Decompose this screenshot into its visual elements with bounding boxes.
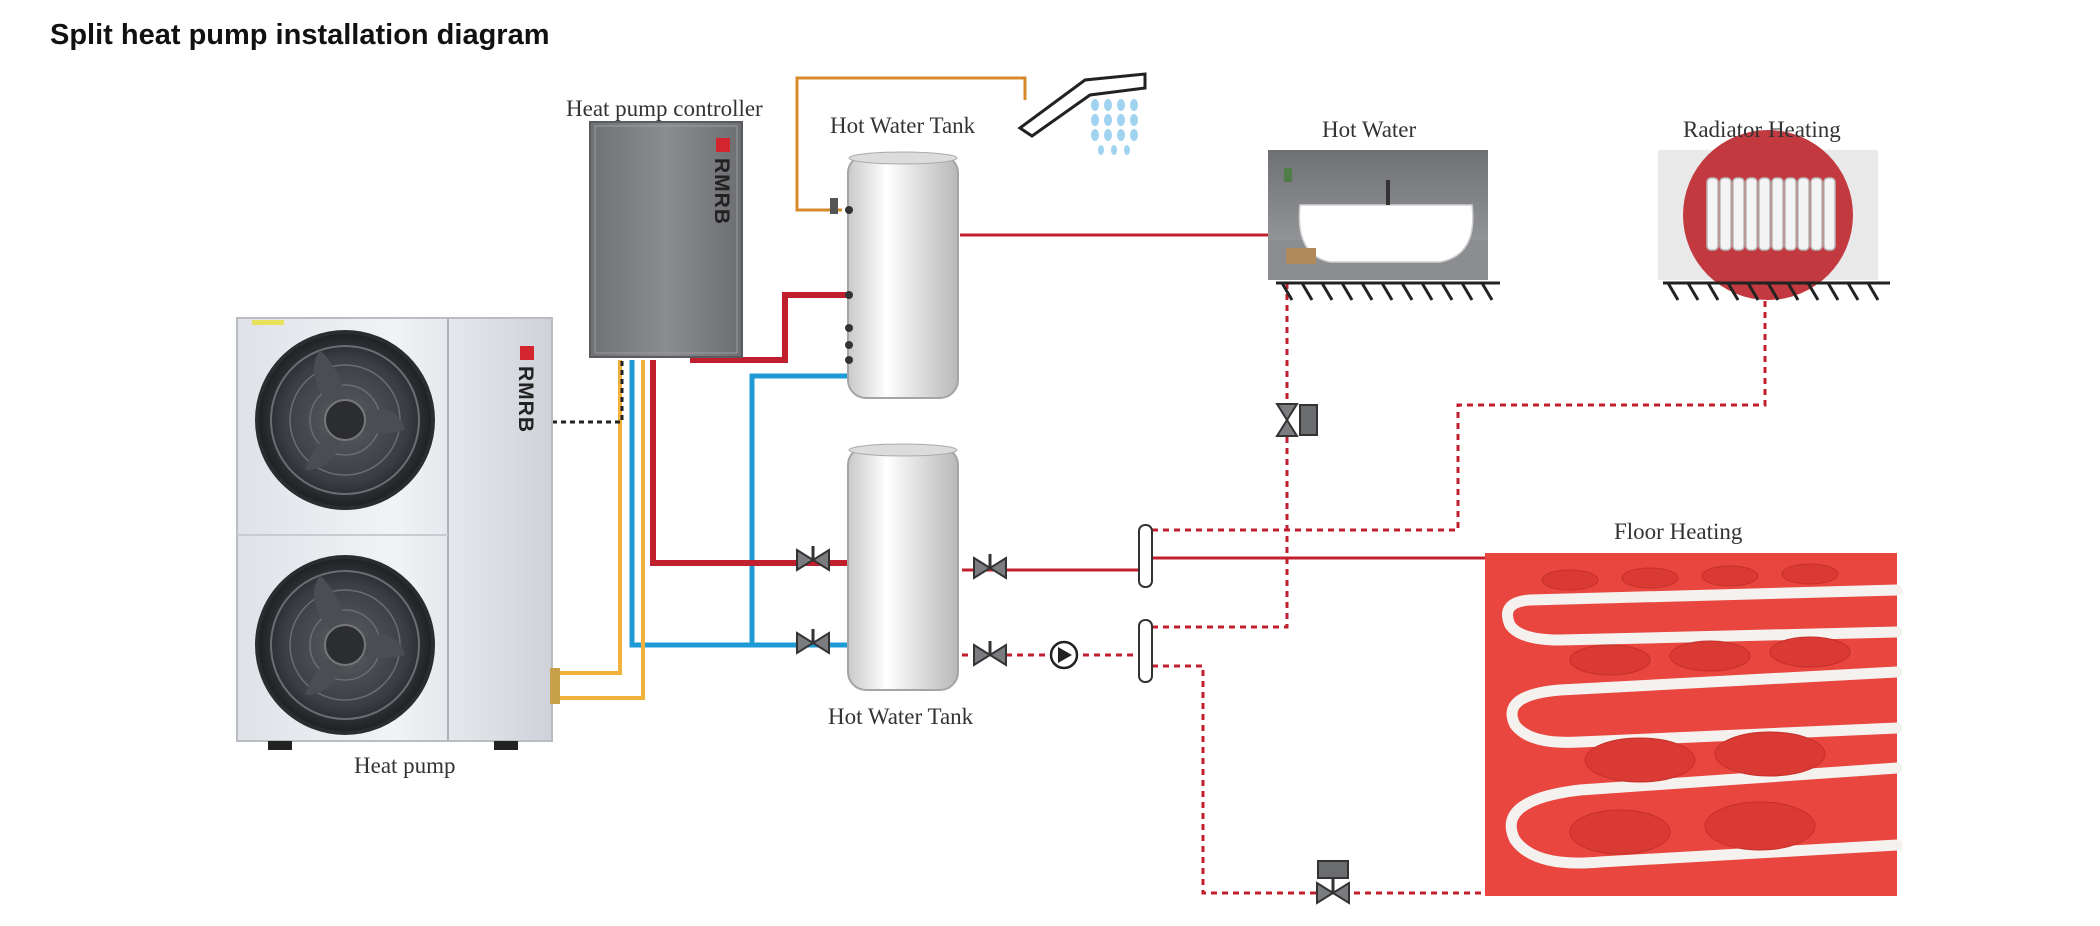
coil-return-pipe	[749, 373, 850, 643]
heat-pump-label: Heat pump	[354, 753, 456, 778]
floor-heating-label: Floor Heating	[1614, 519, 1743, 544]
svg-text:RMRB: RMRB	[710, 158, 733, 225]
hot-water-label: Hot Water	[1322, 117, 1417, 142]
return-manifold	[1138, 619, 1153, 683]
shower-pipe	[795, 76, 1027, 212]
hot-water-tank-bottom: Hot Water Tank	[828, 443, 974, 729]
brand-logo-unit: RMRB	[514, 346, 537, 433]
floor-return-pipe	[1152, 664, 1485, 895]
control-cable	[552, 360, 624, 424]
valve-icon-3	[973, 554, 1007, 580]
fan-top-icon	[255, 330, 435, 510]
refrigerant-line-2	[558, 360, 645, 700]
valve-icon-1	[796, 546, 830, 572]
radiator-image: Radiator Heating	[1658, 117, 1878, 300]
bathroom-image: Hot Water	[1268, 117, 1488, 280]
supply-manifold	[1138, 524, 1153, 588]
buffer-return-pipe	[629, 360, 852, 648]
svg-text:RMRB: RMRB	[514, 366, 537, 433]
brand-logo-controller: RMRB	[710, 138, 733, 225]
hot-water-tank-top: Hot Water Tank	[830, 113, 976, 399]
floor-hatch-radiator	[1663, 281, 1890, 301]
motorized-valve-icon-2	[1316, 860, 1350, 905]
valve-icon-4	[973, 641, 1007, 667]
radiator-pipe	[1152, 300, 1767, 532]
floor-hatch-bath	[1276, 281, 1500, 301]
motorized-valve-icon-1	[1275, 403, 1318, 437]
circulation-pump-icon	[1049, 640, 1079, 670]
heat-pump-unit: RMRB Heat pump	[236, 317, 560, 778]
heat-pump-controller: RMRB Heat pump controller	[566, 96, 763, 358]
valve-icon-2	[796, 629, 830, 655]
controller-label: Heat pump controller	[566, 96, 763, 121]
diagram-title: Split heat pump installation diagram	[50, 19, 550, 51]
refrigerant-line-1	[558, 360, 622, 675]
tank-bottom-label: Hot Water Tank	[828, 704, 974, 729]
fan-bottom-icon	[255, 555, 435, 735]
radiator-label: Radiator Heating	[1683, 117, 1841, 142]
bath-return-pipe	[1152, 282, 1289, 629]
tank-top-label: Hot Water Tank	[830, 113, 976, 138]
shower-head-icon	[1017, 72, 1147, 155]
floor-heating-image: Floor Heating	[1485, 519, 1903, 896]
buffer-flow-pipe	[650, 360, 852, 566]
coil-flow-pipe	[690, 292, 850, 363]
